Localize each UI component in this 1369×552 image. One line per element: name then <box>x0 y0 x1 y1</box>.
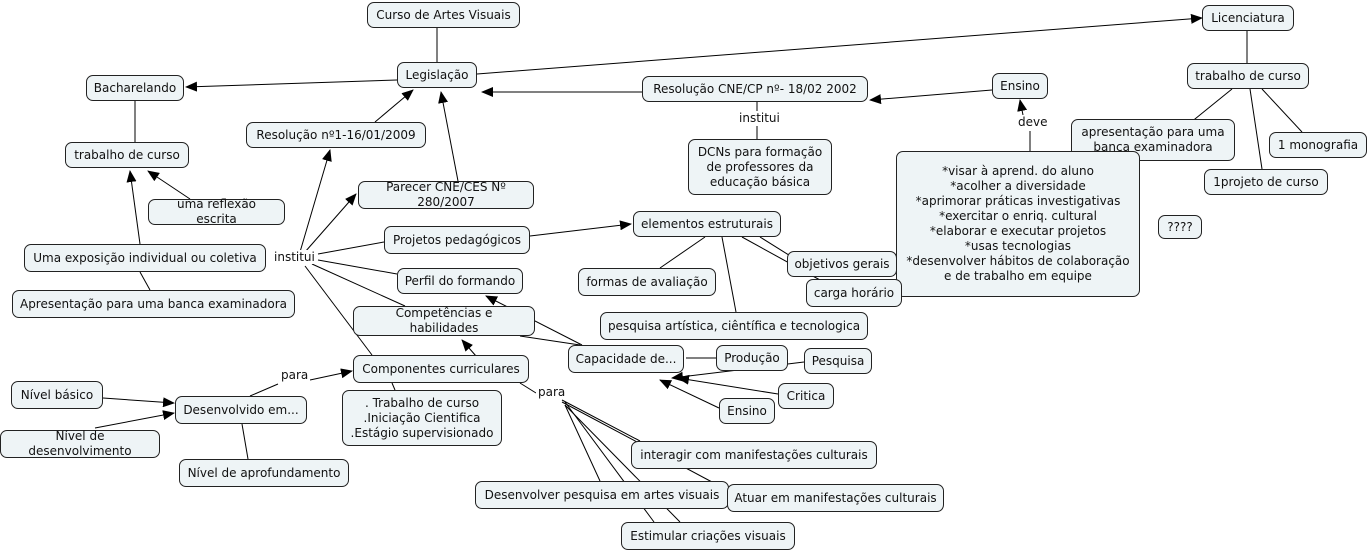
link-line <box>241 423 249 460</box>
linking-phrase[interactable]: para <box>536 385 568 399</box>
arrow-link <box>869 89 993 105</box>
link-line <box>561 399 641 442</box>
concept-node[interactable]: Desenvolver pesquisa em artes visuais <box>475 481 729 509</box>
concept-node[interactable]: Produção <box>716 345 788 371</box>
concept-node[interactable]: Resolução nº1-16/01/2009 <box>246 122 426 148</box>
concept-node[interactable]: Legislação <box>397 62 477 88</box>
linking-phrase[interactable]: para <box>279 368 311 382</box>
concept-node[interactable]: Nível de aprofundamento <box>179 459 349 487</box>
concept-node[interactable]: 1projeto de curso <box>1204 169 1328 195</box>
concept-node[interactable]: Critica <box>778 383 834 409</box>
arrow-link <box>185 79 398 92</box>
concept-node[interactable]: Pesquisa <box>804 348 872 374</box>
arrow-link <box>1017 99 1028 116</box>
link-line <box>317 241 385 255</box>
link-line <box>519 382 537 394</box>
concept-node[interactable]: objetivos gerais <box>787 251 897 277</box>
concept-node[interactable]: Resolução CNE/CP nº- 18/02 2002 <box>642 76 868 102</box>
arrow-link <box>102 397 175 408</box>
concept-node[interactable]: Bacharelando <box>86 75 184 101</box>
arrow-link <box>299 149 332 253</box>
link-line <box>391 382 396 391</box>
link-line <box>317 259 398 275</box>
concept-node[interactable]: trabalho de curso <box>1187 63 1309 89</box>
concept-node[interactable]: Componentes curriculares <box>353 355 529 383</box>
link-line <box>1189 88 1233 124</box>
concept-node[interactable]: Projetos pedagógicos <box>384 226 530 254</box>
concept-node[interactable]: formas de avaliação <box>578 268 716 296</box>
link-line <box>564 404 601 482</box>
concept-node[interactable]: elementos estruturais <box>633 211 781 237</box>
link-line <box>1249 88 1263 170</box>
link-line <box>659 236 706 269</box>
concept-node[interactable]: Uma exposição individual ou coletiva <box>24 244 266 272</box>
link-line <box>311 263 406 307</box>
arrow-link <box>309 368 353 381</box>
concept-node[interactable]: Atuar em manifestações culturais <box>727 484 944 512</box>
arrow-link <box>126 170 141 245</box>
link-line <box>519 335 581 346</box>
arrow-link <box>147 170 191 200</box>
concept-node[interactable]: pesquisa artística, ciêntífica e tecnolo… <box>600 312 868 340</box>
concept-node[interactable]: uma reflexão escrita <box>148 197 285 226</box>
link-line <box>1261 88 1303 133</box>
concept-node[interactable]: Apresentação para uma banca examinadora <box>12 290 295 318</box>
concept-node[interactable]: Perfil do formando <box>397 268 523 294</box>
arrow-link <box>476 13 1203 75</box>
linking-phrase[interactable]: institui <box>272 250 317 264</box>
concept-node[interactable]: Nível básico <box>11 381 103 409</box>
concept-node[interactable]: Curso de Artes Visuais <box>367 2 520 28</box>
arrow-link <box>438 91 459 182</box>
concept-node[interactable]: Competências e habilidades <box>353 306 535 336</box>
concept-node[interactable]: Desenvolvido em... <box>175 396 307 424</box>
concept-node[interactable]: Licenciatura <box>1202 5 1294 31</box>
concept-node[interactable]: Nível de desenvolvimento <box>0 429 160 458</box>
concept-node[interactable]: apresentação para uma banca examinadora <box>1071 119 1235 161</box>
link-line <box>139 271 151 291</box>
link-line <box>721 236 737 313</box>
concept-node[interactable]: 1 monografia <box>1269 132 1367 158</box>
linking-phrase[interactable]: deve <box>1016 115 1050 129</box>
link-line <box>249 383 279 397</box>
arrow-link <box>94 410 175 429</box>
concept-node[interactable]: interagir com manifestações culturais <box>631 441 877 469</box>
link-line <box>304 265 373 356</box>
concept-node[interactable]: DCNs para formação de professores da edu… <box>688 139 832 195</box>
arrow-link <box>304 193 357 253</box>
linking-phrase[interactable]: institui <box>737 111 782 125</box>
concept-node[interactable]: . Trabalho de curso .Iniciação Cientific… <box>342 390 502 446</box>
arrow-link <box>374 89 414 123</box>
arrow-link <box>659 379 720 409</box>
concept-node[interactable]: ???? <box>1158 215 1202 239</box>
concept-node[interactable]: Ensino <box>992 73 1048 99</box>
concept-node[interactable]: Capacidade de... <box>568 345 684 373</box>
concept-node[interactable]: Ensino <box>719 398 775 424</box>
concept-node[interactable]: *visar à aprend. do aluno *acolher a div… <box>896 151 1140 297</box>
arrow-link <box>677 374 779 395</box>
concept-node[interactable]: Estimular criações visuais <box>621 522 795 550</box>
arrow-link <box>529 220 632 237</box>
concept-node[interactable]: Parecer CNE/CES Nº 280/2007 <box>358 180 534 209</box>
concept-node[interactable]: carga horário <box>806 279 902 307</box>
concept-node[interactable]: trabalho de curso <box>65 142 189 168</box>
